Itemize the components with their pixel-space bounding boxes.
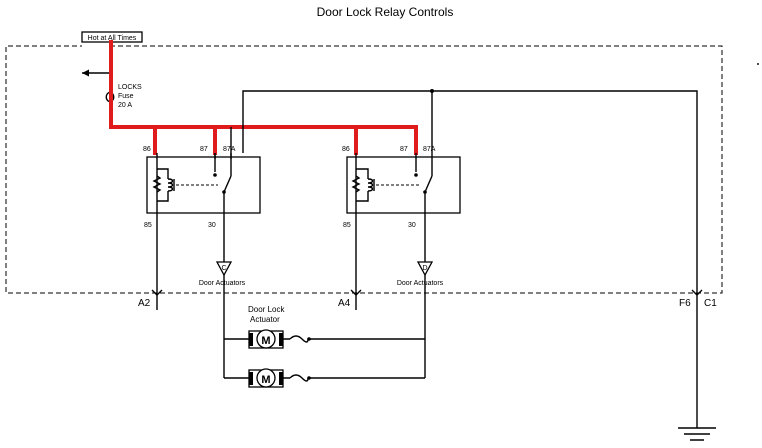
module-boundary (5, 45, 723, 294)
connector-c (215, 261, 233, 277)
ground-icon (678, 427, 716, 441)
splice-dot (430, 89, 434, 93)
motor-symbol: M (261, 374, 270, 386)
motor-icon (256, 368, 276, 388)
fuse-name: LOCKS (118, 84, 142, 91)
pin-86: 86 (342, 146, 350, 153)
pin-out-a4: A4 (338, 298, 351, 309)
dest-label: Door Actuators (397, 280, 444, 287)
connector-d-label: D (422, 265, 427, 272)
pin-30: 30 (208, 222, 216, 229)
power-bus-wire (109, 40, 418, 155)
pin-87: 87 (400, 146, 408, 153)
pin-85: 85 (343, 222, 351, 229)
door-actuator-2: M (224, 368, 425, 388)
connector-chevron-icon (151, 289, 163, 296)
relay-2: 86 87 87A 85 30 D Door Actuators A4 (338, 146, 461, 378)
pin-86: 86 (143, 146, 151, 153)
connector-icon (289, 374, 309, 382)
connector-chevron-icon (350, 289, 362, 296)
motor-symbol: M (261, 335, 270, 347)
connector-d (416, 261, 434, 277)
relay-1: 86 87 87A 85 30 C Door Actuators A2 (138, 146, 261, 378)
coil-icon (167, 178, 174, 192)
motor-icon (256, 329, 276, 349)
pin-out-a2: A2 (138, 298, 151, 309)
door-actuator-1: M (224, 329, 425, 349)
dest-label: Door Actuators (199, 280, 246, 287)
pin-f6: F6 (679, 298, 691, 309)
resistor-icon (152, 175, 162, 193)
pin-30: 30 (408, 222, 416, 229)
actuator-label-2: Actuator (250, 315, 280, 324)
connector-c-label: C (221, 265, 226, 272)
feed-arrow-icon (82, 69, 89, 77)
connector-icon (289, 335, 309, 343)
pin-85: 85 (144, 222, 152, 229)
pin-87: 87 (200, 146, 208, 153)
coil-icon (367, 178, 374, 192)
power-label: Hot at All Times (88, 35, 137, 42)
diagram-title: Door Lock Relay Controls (317, 5, 454, 19)
pin-c1: C1 (704, 298, 717, 309)
pin-87a: 87A (423, 146, 436, 153)
resistor-icon (351, 175, 361, 193)
aux-feed-wire (230, 90, 698, 293)
fuse-type: Fuse (118, 93, 134, 100)
pin-87a: 87A (223, 146, 236, 153)
actuator-label-1: Door Lock (248, 305, 285, 314)
fuse-rating: 20 A (118, 102, 132, 109)
